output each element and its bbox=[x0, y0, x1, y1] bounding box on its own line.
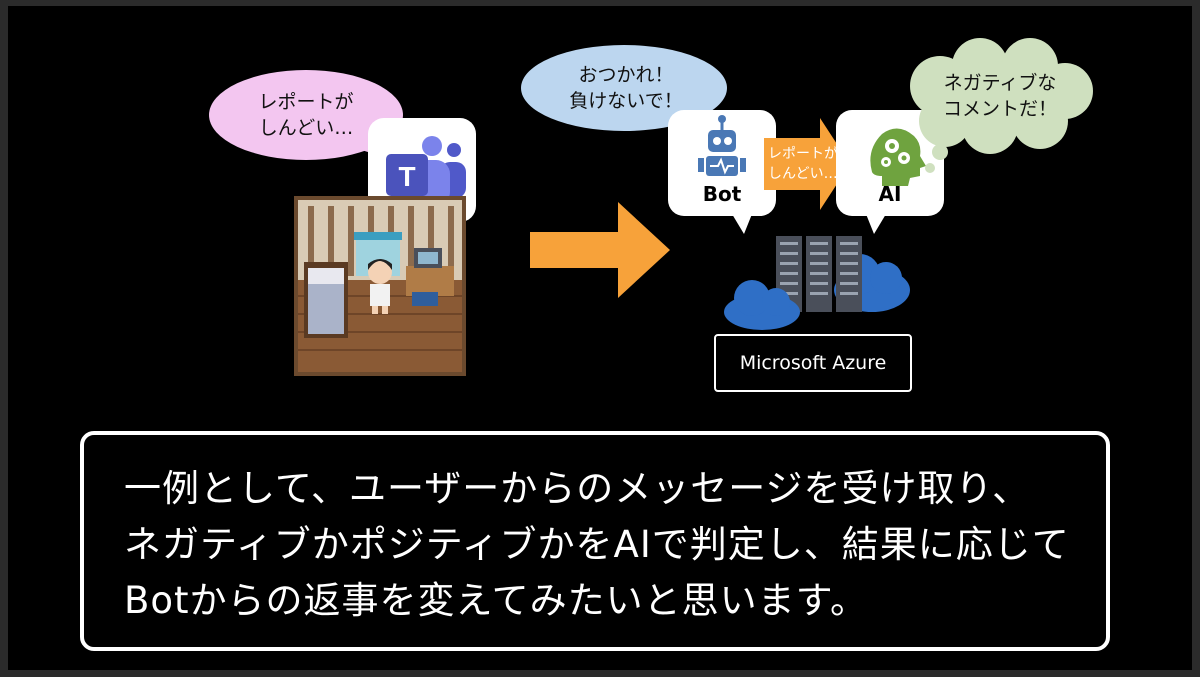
bot-label: Bot bbox=[702, 182, 742, 206]
message-arrow-text: レポートが しんどい… bbox=[768, 144, 848, 184]
caption-box: 一例として、ユーザーからのメッセージを受け取り、 ネガティブかポジティブかをAI… bbox=[80, 431, 1110, 651]
teams-icon-letter: T bbox=[398, 161, 415, 192]
user-speech-bubble: レポートが しんどい… bbox=[208, 69, 418, 167]
caption-line-3: Botからの返事を変えてみたいと思います。 bbox=[124, 579, 868, 622]
bot-card: Bot bbox=[668, 110, 776, 234]
flow-arrow-icon bbox=[530, 202, 670, 298]
caption-line-2: ネガティブかポジティブかをAIで判定し、結果に応じて bbox=[124, 523, 1070, 566]
robot-icon bbox=[698, 115, 752, 234]
ai-head-gears-icon bbox=[866, 128, 926, 234]
slide: レポートが しんどい… T bbox=[8, 6, 1192, 670]
ai-thought-line-1: ネガティブな bbox=[943, 72, 1057, 94]
ai-thought-line-2: コメントだ！ bbox=[942, 98, 1057, 120]
message-arrow-icon bbox=[764, 118, 850, 210]
ai-thought-bubble: ネガティブな コメントだ！ bbox=[900, 36, 1100, 176]
azure-label-box: Microsoft Azure bbox=[714, 334, 912, 392]
bot-speech-line-1: おつかれ！ bbox=[578, 64, 674, 86]
caption-line-1: 一例として、ユーザーからのメッセージを受け取り、 bbox=[124, 467, 1031, 510]
bedroom-illustration bbox=[294, 196, 466, 376]
azure-cloud-servers-icon bbox=[724, 236, 910, 330]
user-speech-line-1: レポートが bbox=[258, 91, 354, 113]
message-arrow-line-1: レポートが bbox=[768, 146, 838, 162]
message-arrow-line-2: しんどい… bbox=[768, 166, 838, 182]
user-speech-line-2: しんどい… bbox=[258, 117, 354, 139]
ai-label: AI bbox=[878, 182, 902, 206]
bot-speech-line-2: 負けないで！ bbox=[569, 90, 683, 112]
